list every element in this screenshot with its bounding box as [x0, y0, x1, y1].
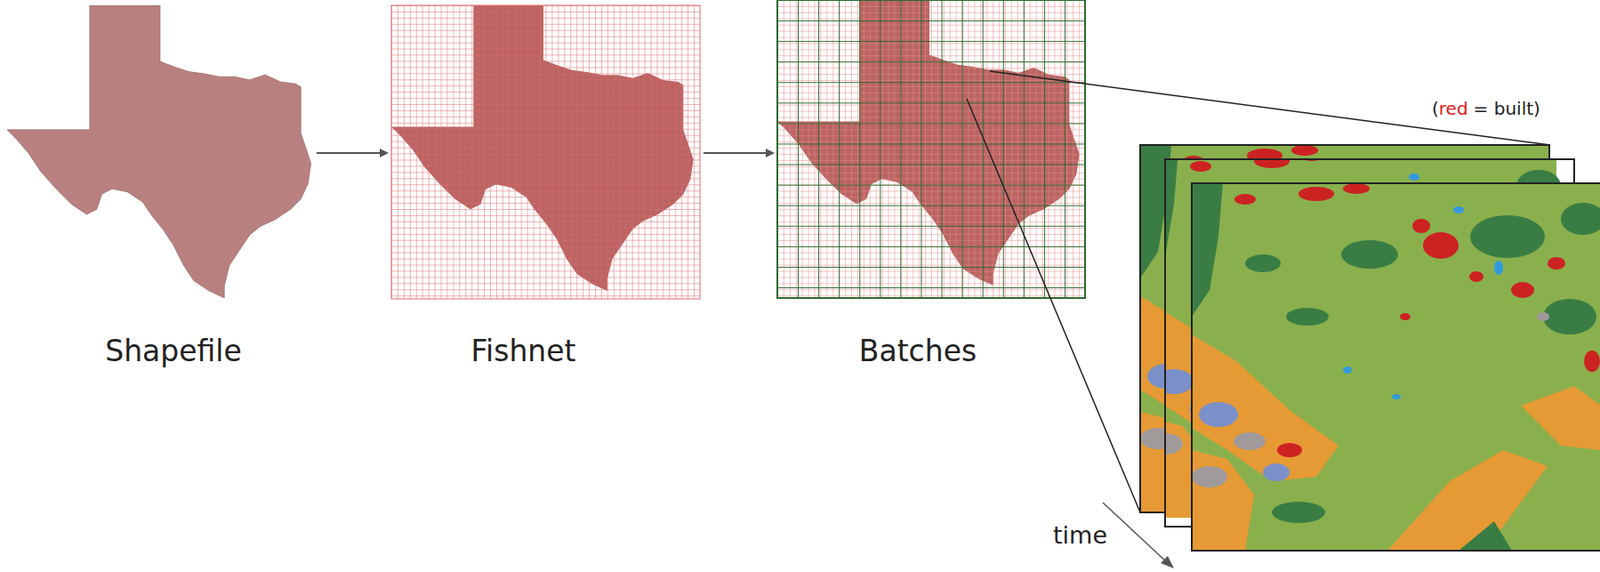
axis-label: time	[1053, 522, 1108, 547]
arrow-line	[703, 152, 766, 154]
time-arrow	[1102, 502, 1174, 569]
legend-text: (	[1431, 97, 1440, 120]
land-cover-stack	[1140, 144, 1600, 551]
illustration-panel: Batches	[777, 0, 1086, 384]
panel-caption: Batches	[763, 335, 1072, 368]
flow-arrow	[703, 148, 775, 158]
arrow-line	[316, 152, 380, 154]
legend-note: (red= built)	[1431, 97, 1541, 120]
arrow-head	[765, 148, 775, 158]
texas-batches	[777, 0, 1086, 298]
illustration-panel: Fishnet	[391, 5, 700, 384]
texas-shapefile	[7, 5, 312, 298]
flow-arrow	[316, 148, 389, 158]
panel-caption: Shapefile	[20, 335, 327, 368]
illustration-panel: Shapefile	[7, 5, 314, 384]
panel-caption: Fishnet	[369, 335, 678, 368]
legend-text: = built)	[1473, 97, 1541, 120]
legend-text: red	[1439, 97, 1469, 120]
texas-fishnet	[391, 5, 700, 299]
arrow-head	[379, 148, 389, 158]
